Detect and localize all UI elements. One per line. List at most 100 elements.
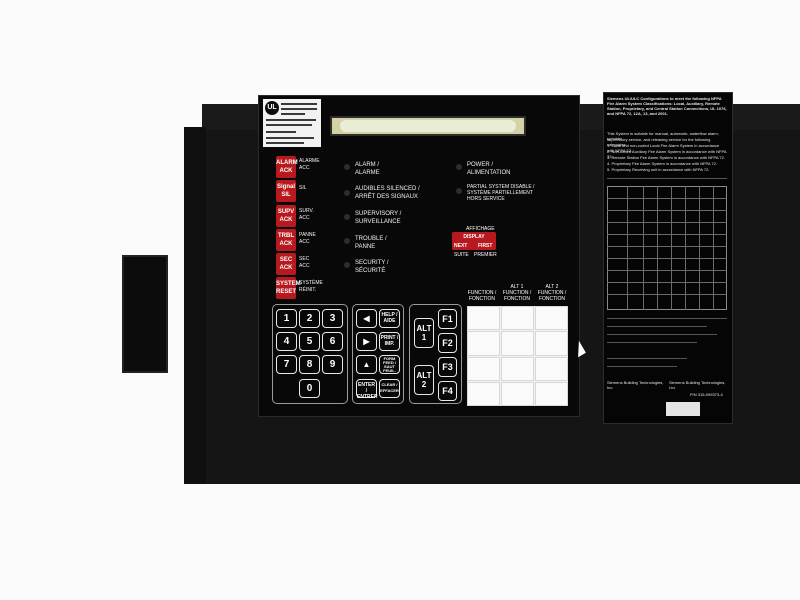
function-cell: [467, 331, 500, 356]
supervisory-indicator-label: SUPERVISORY / SURVEILLANCE: [355, 211, 402, 225]
f1-key[interactable]: F1: [438, 309, 457, 329]
matrix-row-line: [607, 198, 727, 199]
form-feed-key[interactable]: FORM FEED / SAUT FEUIL.: [379, 355, 400, 374]
instruction-rule: [607, 178, 727, 179]
ul-text-line: [266, 137, 314, 139]
security-led: [344, 262, 350, 268]
key-6[interactable]: 6: [322, 332, 343, 351]
system-reset-button[interactable]: SYSTEM RESET: [276, 277, 301, 299]
next-button[interactable]: NEXT: [454, 243, 468, 249]
help-key[interactable]: HELP / AIDE: [379, 309, 400, 328]
key-2[interactable]: 2: [299, 309, 320, 328]
signal-silence-label: SIL: [299, 185, 307, 191]
label-tab: [666, 402, 700, 416]
function-cell: [535, 356, 568, 381]
left-arrow-key[interactable]: ◀: [356, 309, 377, 328]
alarm-indicator-label: ALARM / ALARME: [355, 162, 380, 176]
matrix-col-line: [713, 186, 714, 310]
key-3[interactable]: 3: [322, 309, 343, 328]
alarm-led: [344, 164, 350, 170]
key-9[interactable]: 9: [322, 355, 343, 374]
print-key[interactable]: PRINT / IMP.: [379, 332, 400, 351]
numeric-keypad: [272, 304, 348, 404]
suite-label: SUITE: [454, 252, 469, 258]
up-arrow-key[interactable]: ▲: [356, 355, 377, 374]
first-button[interactable]: FIRST: [478, 243, 493, 249]
display-nav-button-pad[interactable]: [452, 232, 496, 250]
matrix-row-line: [607, 222, 727, 223]
right-arrow-key[interactable]: ▶: [356, 332, 377, 351]
instruction-rule: [607, 318, 727, 319]
function-cell: [467, 381, 500, 406]
function-label-card: [467, 306, 568, 406]
matrix-row-line: [607, 210, 727, 211]
function-cell: [535, 306, 568, 331]
function-cell: [535, 381, 568, 406]
key-8[interactable]: 8: [299, 355, 320, 374]
matrix-col-line: [643, 186, 644, 310]
key-7[interactable]: 7: [276, 355, 297, 374]
display-label: DISPLAY: [463, 234, 485, 240]
ul-text-line: [281, 103, 317, 105]
ul-logo: UL: [265, 101, 279, 115]
function-keypad: [409, 304, 462, 404]
matrix-col-line: [699, 186, 700, 310]
alt1-key[interactable]: ALT 1: [414, 318, 434, 348]
alt2-function-header: ALT 2 FUNCTION / FONCTION: [537, 284, 567, 302]
ul-text-line: [266, 119, 316, 121]
trouble-indicator-label: TROUBLE / PANNE: [355, 236, 387, 250]
alt1-function-header: ALT 1 FUNCTION / FONCTION: [502, 284, 532, 302]
supervisory-ack-label: SURV. ACC: [299, 208, 314, 221]
partial-disable-label: PARTIAL SYSTEM DISABLE / SYSTÈME PARTIEL…: [467, 184, 535, 202]
matrix-row-line: [607, 234, 727, 235]
trouble-ack-label: PANNE ACC: [299, 232, 316, 245]
supervisory-ack-button[interactable]: SUPV ACK: [276, 205, 296, 227]
matrix-col-line: [627, 186, 628, 310]
alarm-ack-label: ALARME ACC: [299, 158, 320, 171]
instruction-line: 2. Non-coded Auxiliary Fire Alarm System…: [607, 149, 727, 159]
ul-text-line: [266, 124, 312, 126]
ul-text-line: [281, 108, 317, 110]
instruction-rule: [607, 342, 697, 343]
f4-key[interactable]: F4: [438, 381, 457, 401]
affichage-label: AFFICHAGE: [466, 226, 495, 232]
instruction-line: This System is suitable for manual, auto…: [607, 131, 719, 141]
f3-key[interactable]: F3: [438, 357, 457, 377]
enter-key[interactable]: ENTER / ENTRER: [356, 379, 378, 400]
key-4[interactable]: 4: [276, 332, 297, 351]
matrix-row-line: [607, 294, 727, 295]
instruction-rule: [607, 366, 677, 367]
trouble-ack-button[interactable]: TRBL ACK: [276, 229, 296, 251]
audibles-silenced-label: AUDIBLES SILENCED / ARRÊT DES SIGNAUX: [355, 186, 420, 200]
door-handle[interactable]: [122, 255, 168, 373]
function-cell: [501, 356, 534, 381]
ul-text-line: [266, 142, 304, 144]
security-indicator-label: SECURITY / SÉCURITÉ: [355, 260, 389, 274]
function-cell: [501, 331, 534, 356]
function-cell: [501, 381, 534, 406]
trouble-led: [344, 238, 350, 244]
alarm-ack-button[interactable]: ALARM ACK: [276, 156, 298, 178]
function-cell: [501, 306, 534, 331]
instruction-line: supervisory service, and releasing servi…: [607, 137, 711, 147]
key-0[interactable]: 0: [299, 379, 320, 398]
key-5[interactable]: 5: [299, 332, 320, 351]
lcd-screen: [340, 120, 516, 132]
signal-silence-button[interactable]: Signal SIL: [276, 180, 296, 202]
power-indicator-label: POWER / ALIMENTATION: [467, 162, 511, 176]
alt2-key[interactable]: ALT 2: [414, 365, 434, 395]
matrix-row-line: [607, 270, 727, 271]
key-1[interactable]: 1: [276, 309, 297, 328]
clear-key[interactable]: CLEAR / EFFACER: [379, 379, 400, 398]
supervisory-led: [344, 214, 350, 220]
instruction-line: 3. Remote Station Fire Alarm System in a…: [607, 155, 725, 160]
f2-key[interactable]: F2: [438, 333, 457, 353]
configuration-matrix: [607, 186, 727, 310]
instruction-line: 4. Proprietary Fire Alarm System in acco…: [607, 161, 717, 166]
function-cell: [467, 356, 500, 381]
system-reset-label: SYSTÈME RÉINIT.: [299, 280, 323, 293]
instruction-line: 1. Local and non-coded Local Fire Alarm …: [607, 143, 720, 153]
security-ack-button[interactable]: SEC ACK: [276, 253, 296, 275]
matrix-row-line: [607, 282, 727, 283]
matrix-col-line: [685, 186, 686, 310]
